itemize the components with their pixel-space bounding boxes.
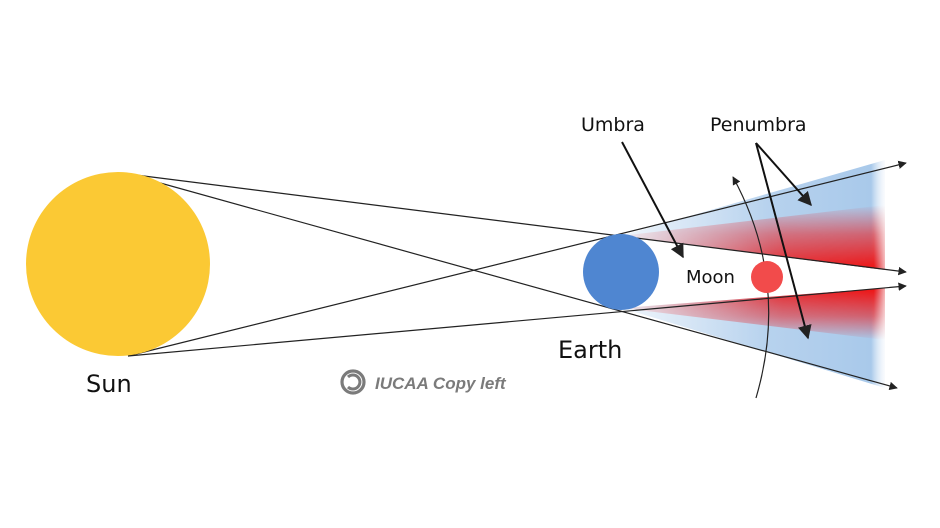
umbra-upper-glow bbox=[620, 205, 885, 270]
earth-disc bbox=[583, 234, 659, 310]
sun-disc bbox=[26, 172, 210, 356]
umbra-pointer-arrow bbox=[621, 141, 684, 259]
moon-label: Moon bbox=[686, 267, 735, 288]
ray-bottom-crossing bbox=[127, 160, 907, 357]
umbra-label: Umbra bbox=[581, 114, 645, 136]
penumbra-pointer-arrow-lower bbox=[755, 142, 812, 340]
ray-bottom-to-umbra bbox=[127, 282, 907, 357]
ray-top-crossing bbox=[127, 173, 898, 391]
moon-disc bbox=[751, 261, 783, 293]
umbra-lower-glow bbox=[622, 288, 885, 340]
watermark-text: IUCAA Copy left bbox=[375, 374, 507, 393]
penumbra-pointer-arrow-upper bbox=[755, 142, 812, 207]
ray-top-to-umbra bbox=[127, 173, 907, 276]
earth-label: Earth bbox=[558, 336, 622, 364]
penumbra-label: Penumbra bbox=[710, 114, 807, 136]
copyleft-icon bbox=[340, 369, 366, 395]
sun-label: Sun bbox=[86, 370, 132, 398]
